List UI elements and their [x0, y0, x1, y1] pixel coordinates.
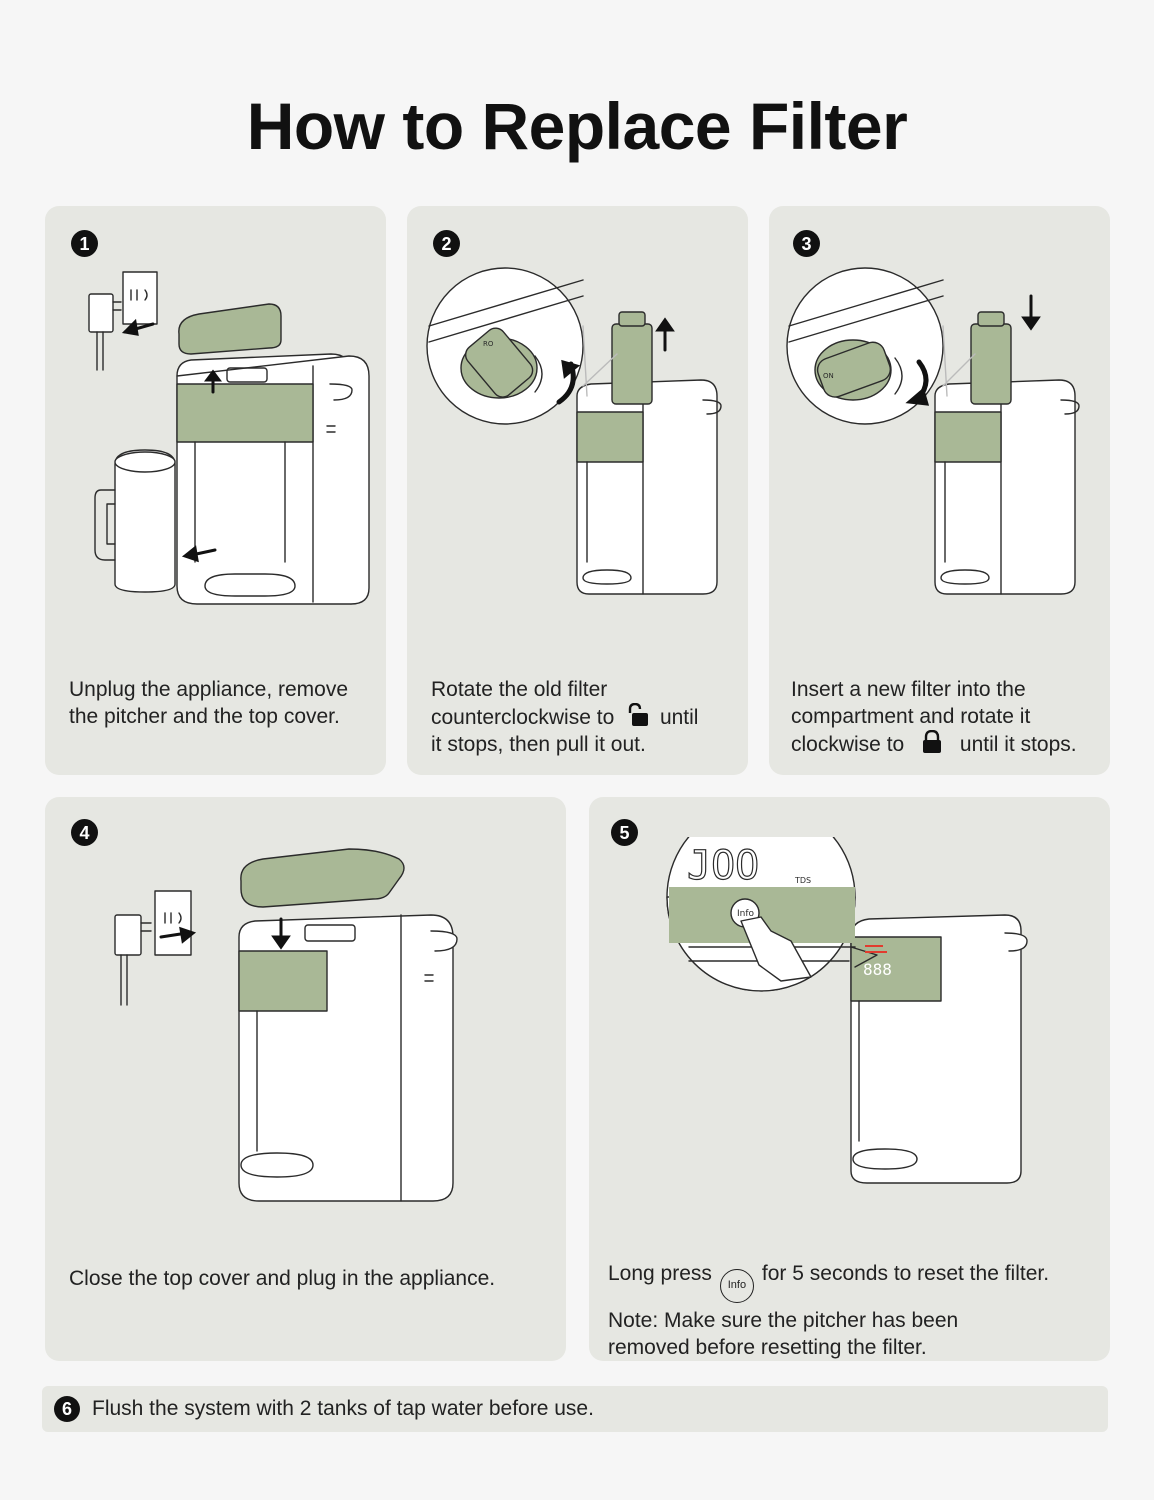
step-2-text: Rotate the old filter counterclockwise t…	[431, 678, 699, 756]
ro-label: RO	[483, 340, 494, 348]
unlock-icon	[628, 703, 649, 726]
tds-unit-label: TDS	[794, 876, 811, 885]
lock-icon	[923, 730, 942, 753]
water-pitcher	[94, 449, 176, 593]
step-1-number: 1	[71, 230, 98, 257]
step-4-illustration	[114, 848, 458, 1202]
dispenser-body	[934, 379, 1080, 595]
step-3-illustration: ON	[786, 267, 1080, 595]
top-cover-lid	[240, 848, 405, 908]
on-label: ON	[823, 372, 834, 380]
zoom-circle	[786, 267, 976, 425]
power-plug-icon	[114, 914, 152, 1006]
step-5-number: 5	[611, 819, 638, 846]
step-2-number: 2	[433, 230, 460, 257]
step-1-text: Unplug the appliance, remove the pitcher…	[69, 678, 349, 728]
step-1-card: 1	[45, 206, 386, 775]
tds-display-large: JOO	[687, 843, 759, 889]
step-4-number: 4	[71, 819, 98, 846]
filter-cartridge	[611, 311, 653, 405]
page-title: How to Replace Filter	[246, 89, 908, 163]
dispenser-body	[238, 914, 458, 1202]
step-5-card: 5 JOO TDS Info 888	[589, 797, 1110, 1361]
step-2-illustration: RO	[426, 267, 722, 595]
step-4-card: 4	[45, 797, 566, 1361]
info-button-icon: Info	[719, 1268, 754, 1303]
dispenser-body	[576, 379, 722, 595]
top-cover-lid	[178, 303, 282, 355]
step-6-text: Flush the system with 2 tanks of tap wat…	[92, 1397, 594, 1420]
step-5-illustration: JOO TDS Info 888	[666, 837, 1028, 1184]
step-4-text: Close the top cover and plug in the appl…	[69, 1267, 496, 1290]
step-3-card: 3 ON	[769, 206, 1110, 775]
step-2-card: 2 RO	[407, 206, 748, 775]
step-3-number: 3	[793, 230, 820, 257]
power-plug-icon	[88, 293, 122, 371]
step-6-bar: 6 Flush the system with 2 tanks of tap w…	[42, 1386, 1108, 1432]
zoom-circle	[666, 837, 878, 992]
zoom-circle	[426, 267, 618, 425]
tds-display-small: 888	[863, 960, 892, 979]
step-6-number: 6	[54, 1396, 80, 1422]
step-3-text: Insert a new filter into the compartment…	[791, 678, 1077, 756]
info-button-label: Info	[737, 909, 755, 919]
dispenser-body	[850, 914, 1028, 1184]
wall-outlet-icon	[154, 890, 192, 956]
step-1-illustration	[88, 271, 370, 605]
wall-outlet-icon	[122, 271, 158, 325]
filter-cartridge	[970, 311, 1012, 405]
dispenser-body	[176, 353, 370, 605]
